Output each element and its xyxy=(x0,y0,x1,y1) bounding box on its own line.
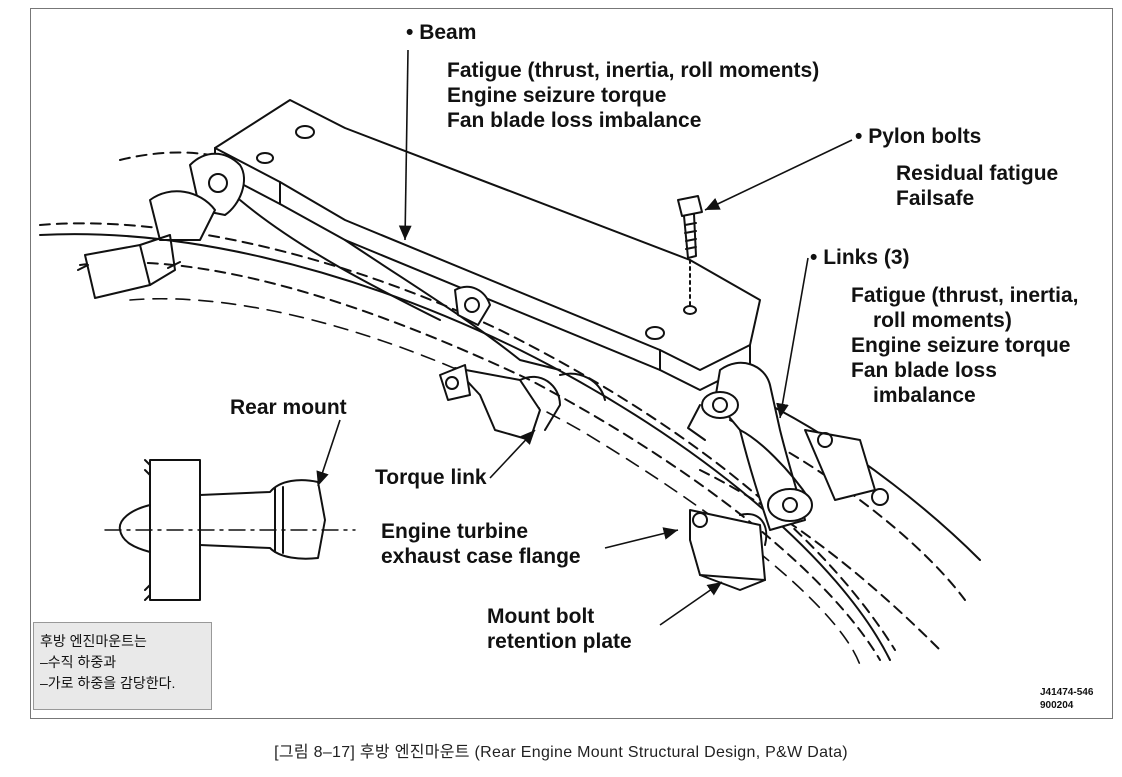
flange-line: exhaust case flange xyxy=(381,545,581,568)
mount-bolt-line: retention plate xyxy=(487,630,632,653)
pylon-bolts-description: Residual fatigue Failsafe xyxy=(896,161,1058,211)
beam-line: Fan blade loss imbalance xyxy=(447,109,702,132)
flange-leader xyxy=(604,527,679,549)
figure-caption: [그림 8–17] 후방 엔진마운트 (Rear Engine Mount St… xyxy=(274,744,848,761)
note-line: 후방 엔진마운트는 xyxy=(40,633,147,649)
left-fitting-shape xyxy=(77,152,245,299)
rear-mount-label: Rear mount xyxy=(230,396,347,419)
links-leader xyxy=(776,257,809,419)
drawing-code: J41474-546 900204 xyxy=(1040,686,1093,712)
flange-label: Engine turbine exhaust case flange xyxy=(381,519,581,569)
pylon-bolt-shape xyxy=(677,195,703,306)
figure-frame xyxy=(30,8,1113,719)
torque-link-shape xyxy=(439,285,606,441)
torque-link-label: Torque link xyxy=(375,466,487,489)
beam-title: Beam xyxy=(406,21,476,44)
links-line: Fatigue (thrust, inertia, xyxy=(851,284,1079,307)
pylon-bolts-label: Pylon bolts xyxy=(855,124,981,149)
note-box: 후방 엔진마운트는 –수직 하중과 –가로 하중을 감당한다. xyxy=(33,622,212,710)
mount-bolt-leader xyxy=(659,581,723,626)
drawing-code-line: J41474-546 xyxy=(1040,687,1094,698)
rear-mount-leader xyxy=(316,419,341,487)
beam-shape xyxy=(214,99,761,391)
pylon-bolts-leader xyxy=(704,139,853,211)
links-line: Fan blade loss xyxy=(851,359,997,382)
mount-bolt-label: Mount bolt retention plate xyxy=(487,604,632,654)
beam-description: Fatigue (thrust, inertia, roll moments) … xyxy=(447,58,819,133)
beam-leader xyxy=(398,49,412,241)
links-line: roll moments) xyxy=(873,309,1012,332)
note-line: –가로 하중을 감당한다. xyxy=(40,675,176,691)
drawing-code-line: 900204 xyxy=(1040,700,1074,711)
torque-link-leader xyxy=(489,429,536,479)
links-title: Links (3) xyxy=(810,246,910,269)
pylon-bolts-title: Pylon bolts xyxy=(855,125,981,148)
flange-line: Engine turbine xyxy=(381,520,528,543)
pylon-bolts-line: Residual fatigue xyxy=(896,162,1059,185)
links-label: Links (3) xyxy=(810,245,910,270)
links-description: Fatigue (thrust, inertia, roll moments) … xyxy=(851,283,1079,408)
pylon-bolts-line: Failsafe xyxy=(896,187,975,210)
beam-label: Beam xyxy=(406,20,476,45)
beam-line: Fatigue (thrust, inertia, roll moments) xyxy=(447,59,820,82)
note-line: –수직 하중과 xyxy=(40,654,117,670)
rear-mount-silhouette xyxy=(104,459,356,601)
beam-line: Engine seizure torque xyxy=(447,84,667,107)
links-line: Engine seizure torque xyxy=(851,334,1071,357)
mount-plate-shape xyxy=(689,509,768,591)
mount-bolt-line: Mount bolt xyxy=(487,605,595,628)
links-shape xyxy=(687,361,889,531)
links-line: imbalance xyxy=(873,384,976,407)
